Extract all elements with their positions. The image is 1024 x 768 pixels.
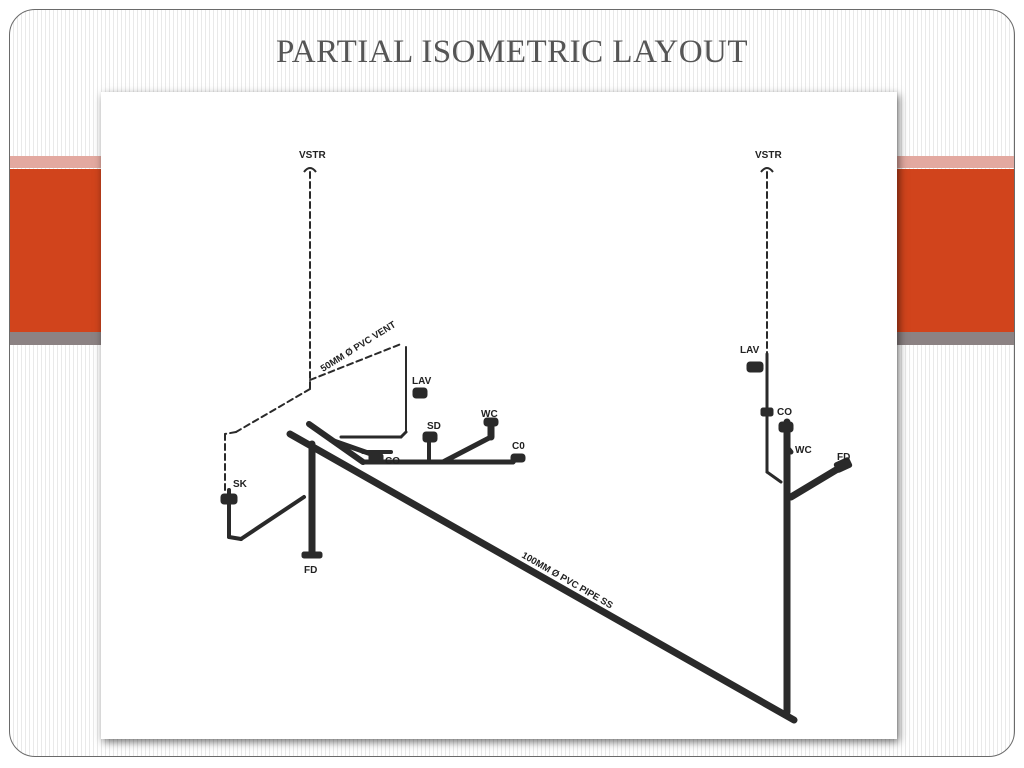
co-right-icon	[760, 407, 774, 417]
isometric-drawing: VSTR VSTR LAV LAV WC WC SD SK FD FD CO C…	[101, 92, 897, 739]
label-vent-pipe: 50MM Ø PVC VENT	[319, 319, 398, 374]
label-wc-right: WC	[795, 445, 812, 456]
label-lav-left: LAV	[412, 376, 432, 387]
c0-icon	[510, 453, 526, 463]
fd-right-icon	[833, 457, 853, 473]
sk-drain-elbow	[227, 535, 243, 541]
vstr-right-icon	[760, 167, 774, 173]
slide-title: PARTIAL ISOMETRIC LAYOUT	[275, 34, 749, 70]
label-wc-left: WC	[481, 409, 498, 420]
wc-right-icon	[778, 421, 794, 433]
wc-left-branch	[440, 434, 494, 465]
label-co-left: CO	[385, 456, 400, 467]
label-c0: C0	[512, 441, 525, 452]
wc-right-branch	[784, 444, 794, 455]
vent-upper-diag	[309, 343, 402, 381]
sk-drain-branch	[239, 495, 306, 541]
label-soil-pipe: 100MM Ø PVC PIPE SS	[520, 550, 615, 611]
lav-right-elbow	[765, 470, 783, 484]
soil-pipe-main	[286, 430, 798, 724]
label-vstr-left: VSTR	[299, 150, 326, 161]
co-left-icon	[368, 453, 384, 463]
label-fd-right: FD	[837, 452, 850, 463]
sd-trap-icon	[422, 431, 438, 443]
vent-diagonal	[235, 388, 311, 433]
sk-trap-icon	[220, 493, 238, 505]
lav-left-trap-icon	[412, 387, 428, 399]
wc-left-icon	[483, 417, 499, 427]
lav-right-trap-icon	[746, 361, 764, 373]
vstr-left-icon	[303, 167, 317, 173]
label-lav-right: LAV	[740, 345, 760, 356]
plumbing-diagram: VSTR VSTR LAV LAV WC WC SD SK FD FD CO C…	[220, 150, 853, 724]
label-co-right: CO	[777, 407, 792, 418]
label-fd-left: FD	[304, 565, 317, 576]
label-vstr-right: VSTR	[755, 150, 782, 161]
label-sd: SD	[427, 421, 441, 432]
fd-left-icon	[301, 551, 323, 559]
label-sk: SK	[233, 479, 248, 490]
fd-right-branch	[787, 463, 845, 501]
vent-sk-drop	[224, 431, 237, 435]
